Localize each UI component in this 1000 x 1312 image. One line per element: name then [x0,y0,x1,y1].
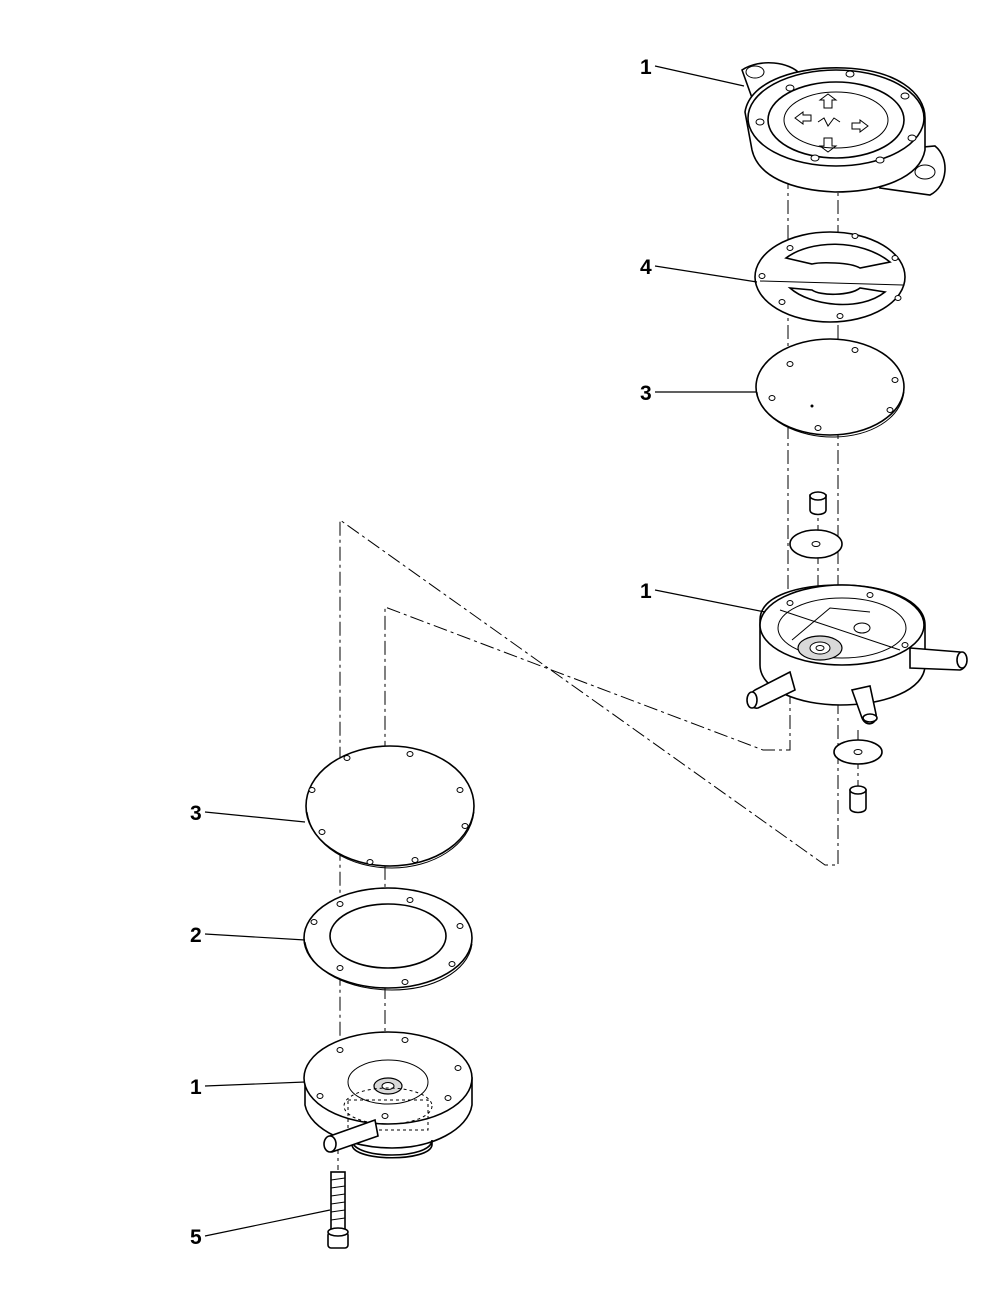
diaphragm-part-3-bottom [305,745,475,869]
callout-base-cover: 1 [190,1076,202,1099]
callout-pump-body: 1 [640,580,652,603]
callout-cover-top: 1 [640,56,652,79]
upper-valve-parts [789,491,843,559]
callout-labels: 1 4 3 1 3 2 1 5 [190,56,652,1249]
gasket-part-4 [754,231,906,323]
callout-diaphragm-top: 3 [640,382,652,405]
bolt-part-5 [327,1171,349,1249]
callout-gasket-top: 4 [640,256,652,279]
callout-bolt: 5 [190,1226,202,1249]
callout-diaphragm-bottom: 3 [190,802,202,825]
lower-valve-parts [833,739,883,814]
base-cover-part [303,1031,473,1159]
callout-leader-lines [204,65,766,1237]
callout-gasket-bottom: 2 [190,924,202,947]
flow-direction-arrows-icon [794,93,869,153]
pump-body-part [746,584,968,725]
top-cover-part [741,61,946,196]
gasket-part-2 [303,887,473,991]
diaphragm-part-3-top [755,338,905,438]
